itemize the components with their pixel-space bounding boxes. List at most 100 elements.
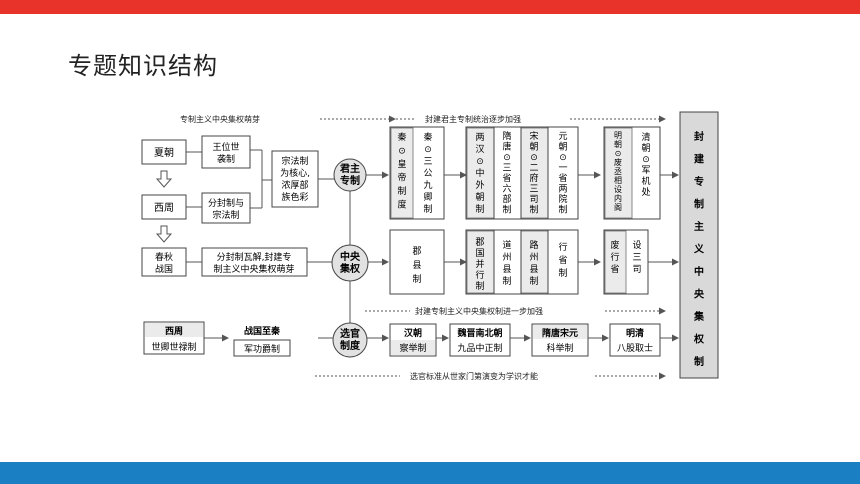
vertical-char: 集 [693, 310, 705, 323]
vertical-char: 处 [641, 186, 650, 198]
vertical-char: 朝 [614, 140, 622, 149]
vertical-char: 丞 [614, 166, 622, 176]
box-fenfeng-line2: 宗法制 [212, 209, 239, 221]
header-top-left: 专制主义中央集权萌芽 [180, 114, 260, 124]
vertical-char: 六 [502, 183, 511, 195]
vertical-char: 废 [610, 239, 619, 251]
xg-wei-value: 九品中正制 [457, 342, 502, 354]
vertical-char: 司 [529, 194, 538, 205]
xg-mingqing-name: 明清 [626, 327, 644, 339]
vertical-char: 义 [694, 243, 705, 256]
vertical-char: 制 [529, 204, 538, 216]
down-arrow-icon [155, 170, 173, 188]
vertical-char: 制 [529, 275, 538, 287]
vertical-char: 州 [529, 252, 538, 263]
vertical-char: 道 [502, 239, 511, 251]
vertical-char: 相 [614, 175, 622, 185]
xg-xizhou-value: 世卿世禄制 [151, 341, 196, 353]
vertical-char: 阁 [614, 202, 622, 212]
vertical-char: 三 [632, 253, 641, 263]
vertical-char: 州 [502, 252, 511, 263]
vertical-char: 三 [502, 164, 511, 174]
xg-sui-value: 科举制 [546, 342, 573, 354]
xg-wei-name: 魏晋南北朝 [456, 327, 502, 339]
header-top-right: 封建君主专制统治逐步加强 [425, 114, 521, 124]
vertical-char: 朝 [641, 143, 650, 154]
xg-zhanguo-value: 军功爵制 [244, 343, 280, 355]
vertical-char: 行 [610, 251, 619, 263]
vertical-char: ⊙ [398, 147, 406, 157]
circle-zhongyang-line2: 集权 [339, 262, 361, 275]
vertical-char: 省 [558, 254, 567, 266]
vertical-char: 三 [423, 157, 432, 167]
vertical-char: 度 [397, 199, 406, 211]
vertical-char: 制 [502, 204, 511, 216]
vertical-char: 三 [529, 185, 538, 195]
vertical-char: 制 [558, 267, 567, 279]
vertical-char: 内 [614, 193, 622, 203]
vertical-char: 府 [529, 172, 538, 184]
xg-xizhou-name: 西周 [165, 326, 183, 337]
vertical-char: 制 [397, 185, 406, 197]
page-title: 专题知识结构 [68, 52, 218, 80]
vertical-char: 宋 [529, 130, 538, 142]
vertical-char: ⊙ [503, 153, 511, 163]
vertical-char: ⊙ [559, 153, 567, 163]
header-bottom: 选官标准从世家门第演变为学识才能 [410, 371, 538, 381]
vertical-char: 专 [694, 175, 704, 188]
xg-sui-name: 隋唐宋元 [542, 327, 578, 339]
vertical-char: 行 [475, 269, 484, 281]
vertical-char: 公 [423, 168, 432, 179]
vertical-char: 制 [694, 355, 704, 368]
vertical-char: ⊙ [530, 153, 538, 163]
vertical-char: ⊙ [615, 149, 622, 158]
box-wajie-line2: 制主义中央集权萌芽 [213, 263, 294, 275]
box-fenfeng-line1: 分封制与 [208, 197, 244, 209]
vertical-char: 废 [614, 157, 622, 167]
vertical-char: 央 [694, 288, 705, 301]
vertical-char: 元 [558, 132, 567, 142]
vertical-char: 行 [558, 241, 567, 253]
box-zongfa-line4: 族色彩 [281, 191, 308, 203]
vertical-char: 制 [694, 198, 704, 211]
right-summary-column [679, 111, 719, 379]
vertical-char: 朝 [529, 142, 538, 153]
header-middle: 封建专制主义中央集权制进一步加强 [415, 306, 543, 316]
down-arrow-icon [155, 225, 173, 243]
circle-xuanguan-line1: 选官 [340, 327, 360, 340]
xg-han-value: 察举制 [399, 342, 426, 354]
vertical-char: 秦 [423, 131, 432, 143]
vertical-char: 建 [693, 153, 705, 166]
vertical-char: 并 [475, 258, 484, 270]
vertical-char: 九 [423, 180, 432, 191]
box-chunqiu-line1: 春秋 [155, 251, 173, 263]
vertical-char: 朝 [475, 192, 484, 203]
box-xizhou: 西周 [154, 202, 174, 214]
vertical-char: 制 [475, 203, 484, 215]
xg-han-name: 汉朝 [404, 327, 422, 339]
box-zongfa-line3: 浓厚部 [281, 179, 308, 191]
box-chunqiu-line2: 战国 [155, 264, 173, 275]
vertical-char: 省 [558, 172, 567, 184]
vertical-char: 省 [610, 263, 619, 275]
vertical-char: 设 [632, 240, 641, 251]
vertical-char: 隋 [502, 130, 511, 142]
vertical-char: 皇 [397, 158, 406, 170]
bottom-accent-bar [0, 462, 860, 484]
vertical-char: 机 [641, 175, 650, 187]
box-wangwei-line1: 王位世 [212, 141, 239, 153]
vertical-char: 唐 [502, 141, 511, 153]
vertical-char: 帝 [397, 172, 406, 184]
vertical-char: 设 [614, 184, 622, 194]
vertical-char: 封 [694, 130, 704, 143]
vertical-char: 制 [412, 273, 421, 285]
vertical-char: 明 [614, 131, 622, 140]
box-zongfa-line2: 为核心, [280, 167, 310, 179]
vertical-char: 院 [558, 193, 567, 205]
vertical-char: 省 [502, 172, 511, 184]
vertical-char: 权 [693, 333, 705, 346]
box-wangwei-line2: 袭制 [217, 153, 235, 165]
vertical-char: 一 [558, 164, 567, 174]
vertical-char: 县 [529, 264, 538, 275]
